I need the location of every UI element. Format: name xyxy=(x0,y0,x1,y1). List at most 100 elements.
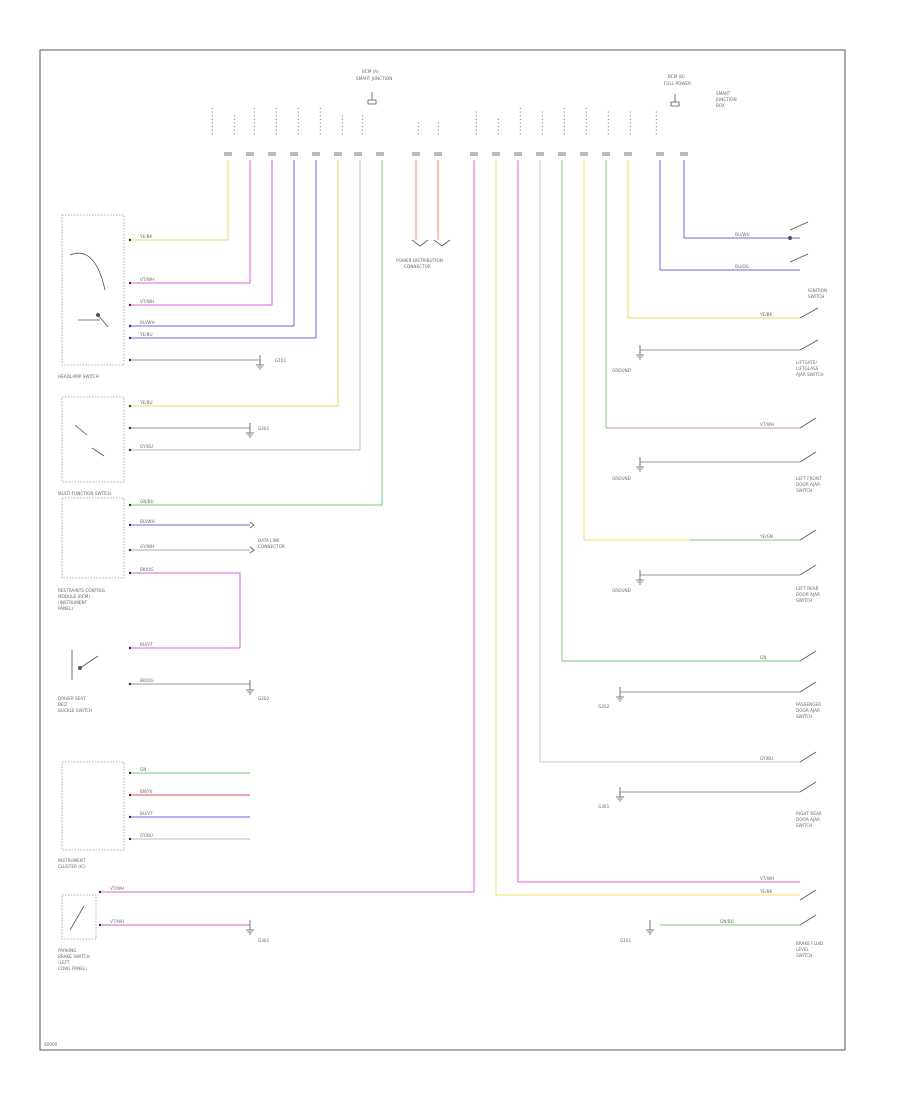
svg-text:LIFTGATE/: LIFTGATE/ xyxy=(796,360,817,365)
restraints-control-module: RESTRAINTS CONTROL MODULE (RCM) (INSTRUM… xyxy=(58,497,125,611)
svg-text:(INSTRUMENT: (INSTRUMENT xyxy=(58,600,88,605)
svg-text:BU/VT: BU/VT xyxy=(140,642,153,647)
wire-ye-2 xyxy=(130,160,339,407)
svg-text:• • • • • • • •: • • • • • • • • xyxy=(210,107,215,135)
svg-text:VT/WH: VT/WH xyxy=(140,277,154,282)
svg-text:YE/BU: YE/BU xyxy=(139,332,153,337)
footer-code: S0000 xyxy=(44,1042,58,1047)
svg-text:• • • • • • • •: • • • • • • • • xyxy=(518,107,523,135)
diagram-frame xyxy=(39,49,846,1051)
ground-left-4: G301 xyxy=(246,920,270,943)
svg-text:• • • • • • •: • • • • • • • xyxy=(540,111,545,135)
wire-bu-2 xyxy=(130,160,317,339)
wire-gy-1 xyxy=(130,160,361,451)
svg-text:• • • • • • • •: • • • • • • • • xyxy=(296,107,301,135)
svg-text:LEVEL: LEVEL xyxy=(796,947,809,952)
svg-text:SWITCH: SWITCH xyxy=(796,953,812,958)
svg-text:DOOR AJAR: DOOR AJAR xyxy=(796,708,820,713)
svg-text:SMART: SMART xyxy=(716,91,731,96)
wires xyxy=(100,160,800,926)
lr-door-switch: LEFT REAR DOOR AJAR SWITCH xyxy=(796,529,820,603)
svg-text:BN/YE: BN/YE xyxy=(140,789,153,794)
svg-text:PARKING: PARKING xyxy=(58,948,76,953)
svg-text:RESTRAINTS CONTROL: RESTRAINTS CONTROL xyxy=(58,588,106,593)
header-right-line2: FULL POWER xyxy=(664,81,691,86)
svg-text:• • • •: • • • • xyxy=(416,122,421,135)
wire-vt-3 xyxy=(100,160,475,893)
wire-gn-1 xyxy=(130,160,383,506)
svg-text:• • • • • • •: • • • • • • • xyxy=(628,111,633,135)
svg-text:YE/BU: YE/BU xyxy=(139,400,153,405)
svg-text:• • • • • • • •: • • • • • • • • xyxy=(584,107,589,135)
ground-right-5: G301 xyxy=(598,787,624,809)
ground-symbols: G101 G201 G202 G301 GROUND GROUND GROUND xyxy=(246,345,654,943)
svg-text:• • • • • • •: • • • • • • • xyxy=(654,111,659,135)
lf-door-switch: LEFT FRONT DOOR AJAR SWITCH xyxy=(796,417,822,493)
header-left-line1: BCM (A) xyxy=(362,69,379,74)
headlamp-switch: HEADLAMP SWITCH xyxy=(58,214,125,379)
svg-text:YE/BK: YE/BK xyxy=(139,234,152,239)
multifunction-switch: MULTI-FUNCTION SWITCH xyxy=(58,396,125,496)
ground-left-3: G202 xyxy=(246,680,270,701)
svg-text:GN: GN xyxy=(760,655,766,660)
svg-text:BUCKLE SWITCH: BUCKLE SWITCH xyxy=(58,708,92,713)
svg-text:YE/GN: YE/GN xyxy=(759,534,773,539)
svg-text:LEFT FRONT: LEFT FRONT xyxy=(796,476,822,481)
svg-text:BU/WH: BU/WH xyxy=(735,232,750,237)
svg-text:BELT: BELT xyxy=(58,702,68,707)
ground-right-2: GROUND xyxy=(612,457,644,481)
svg-text:GY/BU: GY/BU xyxy=(140,833,153,838)
svg-text:INSTRUMENT: INSTRUMENT xyxy=(58,858,86,863)
svg-text:VT/WH: VT/WH xyxy=(760,422,774,427)
header-connector-left: BCM (A) SMART JUNCTION xyxy=(356,69,392,81)
svg-text:SWITCH: SWITCH xyxy=(808,294,824,299)
header-connector-right: BCM (B) FULL POWER xyxy=(664,74,691,86)
data-link-connector: DATA LINK CONNECTOR xyxy=(249,521,285,554)
svg-text:• • • • • • • •: • • • • • • • • xyxy=(274,107,279,135)
power-distribution: POWER DISTRIBUTION CONNECTOR xyxy=(396,239,451,269)
svg-text:COWL PANEL): COWL PANEL) xyxy=(58,966,87,971)
ground-right-3: GROUND xyxy=(612,570,644,593)
svg-text:G202: G202 xyxy=(598,704,610,709)
svg-text:BK/OG: BK/OG xyxy=(140,567,154,572)
wire-gn-2 xyxy=(561,160,800,662)
wire-vt-6 xyxy=(130,572,241,649)
svg-text:VT/WH: VT/WH xyxy=(110,886,124,891)
rf-door-switch: PASSENGER DOOR AJAR SWITCH xyxy=(796,650,821,719)
svg-text:VT/WH: VT/WH xyxy=(760,876,774,881)
svg-text:DATA LINK: DATA LINK xyxy=(258,538,280,543)
ignition-switch: IGNITION SWITCH xyxy=(788,221,827,299)
wire-bu-1 xyxy=(130,160,295,327)
wire-vt-4 xyxy=(517,160,800,883)
svg-text:CONNECTOR: CONNECTOR xyxy=(258,544,285,549)
svg-text:G101: G101 xyxy=(275,358,287,363)
parking-brake-switch: PARKING BRAKE SWITCH (LEFT COWL PANEL) xyxy=(58,894,97,971)
wire-bu-4 xyxy=(683,160,800,239)
svg-text:• • • • • • • •: • • • • • • • • xyxy=(562,107,567,135)
svg-text:• • • • • •: • • • • • • xyxy=(360,114,365,135)
liftgate-switch: LIFTGATE/ LIFTGLASS AJAR SWITCH xyxy=(796,307,824,377)
wire-ye-1 xyxy=(130,160,229,241)
fuse-symbols xyxy=(367,92,680,107)
ground-right-6: G101 xyxy=(620,920,654,943)
svg-text:PASSENGER: PASSENGER xyxy=(796,702,821,707)
svg-text:PANEL): PANEL) xyxy=(58,606,73,611)
svg-text:BU/WH: BU/WH xyxy=(140,519,155,524)
svg-text:SWITCH: SWITCH xyxy=(796,488,812,493)
brake-fluid-switch: BRAKE FLUID LEVEL SWITCH xyxy=(796,889,823,958)
svg-text:G301: G301 xyxy=(258,938,270,943)
svg-text:SWITCH: SWITCH xyxy=(796,823,812,828)
ground-left-2: G201 xyxy=(246,423,270,438)
svg-text:• • • • • •: • • • • • • xyxy=(232,114,237,135)
svg-text:GROUND: GROUND xyxy=(612,588,631,593)
svg-text:BOX: BOX xyxy=(716,103,725,108)
wire-vt-2 xyxy=(130,160,273,306)
svg-text:DRIVER SEAT: DRIVER SEAT xyxy=(58,696,86,701)
svg-text:LIFTGLASS: LIFTGLASS xyxy=(796,366,819,371)
svg-text:GY/WH: GY/WH xyxy=(140,544,154,549)
multifunction-switch-label: MULTI-FUNCTION SWITCH xyxy=(58,491,111,496)
svg-text:SWITCH: SWITCH xyxy=(796,598,812,603)
header-left-line2: SMART JUNCTION xyxy=(356,76,392,81)
svg-text:BU/WH: BU/WH xyxy=(140,320,155,325)
svg-text:LEFT REAR: LEFT REAR xyxy=(796,586,819,591)
